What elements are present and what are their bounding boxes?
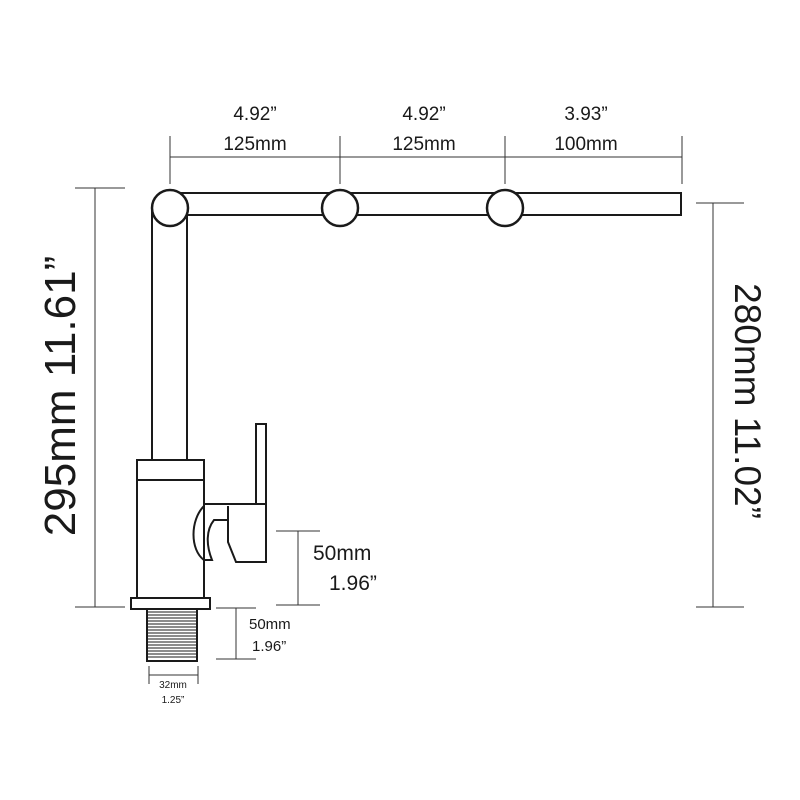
body-collar <box>136 459 205 481</box>
spout-height-dimension-line <box>696 202 744 608</box>
total-height-label: 295mm 11.61” <box>36 256 85 536</box>
seg1-mm-label: 125mm <box>223 134 286 155</box>
swivel-joint-2 <box>320 188 360 228</box>
thread-length-inch-label: 1.96” <box>252 638 286 655</box>
handle-height-dimension-line <box>276 530 320 606</box>
seg2-mm-label: 125mm <box>392 134 455 155</box>
faucet-body <box>130 188 682 662</box>
threaded-shank <box>146 608 198 662</box>
handle-base <box>203 503 267 563</box>
seg3-mm-label: 100mm <box>554 134 617 155</box>
thread-length-mm-label: 50mm <box>249 616 291 633</box>
spout-height-label: 280mm 11.02” <box>727 283 768 519</box>
thread-diameter-dimension-line <box>148 666 199 684</box>
base-plate <box>130 597 211 610</box>
spout-arm <box>169 192 682 216</box>
swivel-joint-3 <box>485 188 525 228</box>
thread-diameter-inch-label: 1.25” <box>162 695 185 706</box>
shank-threads <box>148 611 196 658</box>
swivel-joint-1 <box>150 188 190 228</box>
total-height-dimension-line <box>75 187 125 608</box>
handle-lever <box>255 423 267 505</box>
thread-length-dimension-line <box>216 607 256 660</box>
handle-height-inch-label: 1.96” <box>329 572 377 595</box>
thread-diameter-mm-label: 32mm <box>159 680 187 691</box>
seg2-inch-label: 4.92” <box>402 104 445 125</box>
handle-height-mm-label: 50mm <box>313 542 371 565</box>
seg1-inch-label: 4.92” <box>233 104 276 125</box>
top-dimension-line <box>169 136 683 184</box>
seg3-inch-label: 3.93” <box>564 104 607 125</box>
vertical-pipe <box>151 209 188 463</box>
